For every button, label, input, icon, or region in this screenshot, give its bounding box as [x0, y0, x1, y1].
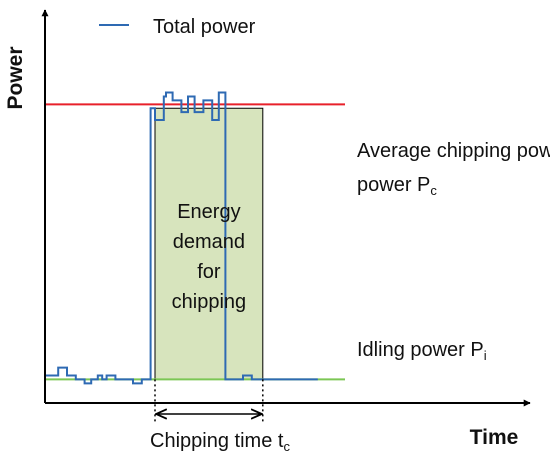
chipping-time-subscript: c: [283, 439, 290, 454]
idling-power-subscript: i: [484, 348, 487, 363]
chipping-time-label: Chipping time tc: [150, 430, 290, 454]
energy-demand-region: [154, 107, 264, 380]
idling-power-name: Idling power: [357, 339, 465, 361]
energy-demand-label: Energy demand for chipping: [172, 201, 247, 313]
chipping-time-text: Chipping time t: [150, 430, 284, 452]
average-chipping-power-subscript: c: [430, 183, 437, 198]
y-axis-title: Power: [4, 46, 27, 109]
idling-power-label: Idling power Pi: [357, 339, 487, 363]
average-chipping-power-label: Average chipping power: [357, 140, 550, 162]
x-axis-title: Time: [470, 426, 519, 449]
legend: Total power: [99, 16, 256, 38]
legend-label-total-power: Total power: [153, 16, 256, 38]
average-chipping-power-symbol: power Pc: [357, 174, 437, 198]
energy-demand-label-line: Energy: [177, 201, 240, 223]
energy-demand-label-line: demand: [173, 231, 245, 253]
energy-demand-label-line: chipping: [172, 291, 247, 313]
energy-demand-label-line: for: [197, 261, 221, 283]
total-power-series: [45, 91, 318, 385]
